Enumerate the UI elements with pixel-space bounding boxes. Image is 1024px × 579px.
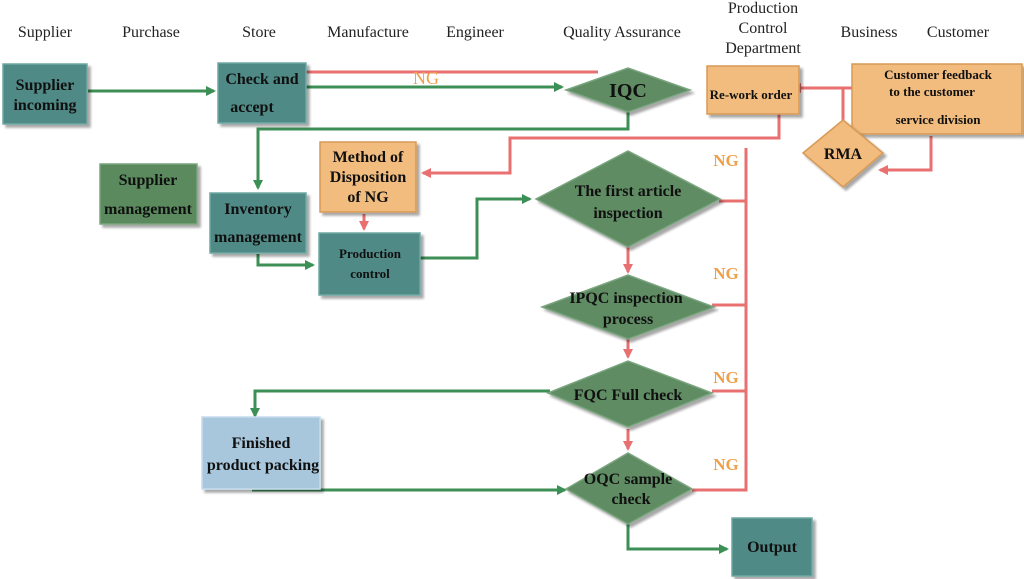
node-label: process <box>603 311 653 328</box>
node-output: Output <box>731 517 813 577</box>
node-label: OQC sample <box>584 471 672 488</box>
node-finished-product-packing: Finished product packing <box>201 416 321 490</box>
node-check-and-accept: Check and accept <box>217 62 307 124</box>
node-label: FQC Full check <box>574 387 683 404</box>
arrow-oqc-to-output <box>626 523 729 554</box>
dept-pcd-line1: Production <box>728 0 798 17</box>
node-label: Inventory <box>224 201 292 218</box>
arrow-fqc-to-packing <box>250 389 550 418</box>
node-label: check <box>611 491 650 508</box>
node-fqc-full-check: FQC Full check <box>546 360 715 428</box>
arrow-iqc-to-inventory <box>253 112 630 190</box>
dept-pcd-line3: Department <box>725 40 801 57</box>
node-label: Disposition <box>330 169 407 186</box>
node-label: incoming <box>13 97 76 114</box>
dept-engineer: Engineer <box>446 24 504 41</box>
node-label: Supplier <box>16 77 75 94</box>
node-method-of-disposition: Method of Disposition of NG <box>319 141 417 213</box>
node-label: inspection <box>593 205 662 222</box>
node-label: service division <box>896 112 982 127</box>
node-supplier-incoming: Supplier incoming <box>2 63 88 125</box>
dept-purchase: Purchase <box>122 24 180 41</box>
arrow-inventory-to-production <box>256 254 315 270</box>
node-label: management <box>104 201 193 218</box>
node-label: Output <box>747 539 797 556</box>
node-inventory-management: Inventory management <box>209 192 307 254</box>
ng-label-fqc: NG <box>713 368 739 387</box>
node-customer-feedback: Customer feedback to the customer servic… <box>851 63 1023 135</box>
dept-manufacture: Manufacture <box>327 24 409 41</box>
node-label: of NG <box>347 189 389 206</box>
dept-pcd-line2: Control <box>739 20 788 37</box>
node-label: Re-work order <box>710 87 793 102</box>
node-label: to the customer <box>889 84 975 99</box>
ng-label-ipqc: NG <box>713 264 739 283</box>
node-production-control: Production control <box>318 232 421 296</box>
node-supplier-management: Supplier management <box>99 163 198 225</box>
arrow-production-to-first-article <box>420 194 532 260</box>
dept-business: Business <box>841 24 898 41</box>
ng-label-oqc: NG <box>713 455 739 474</box>
ng-label-first-article: NG <box>713 151 739 170</box>
dept-supplier: Supplier <box>18 24 73 41</box>
node-label: accept <box>230 99 274 116</box>
dept-quality-assurance: Quality Assurance <box>563 24 681 41</box>
node-label: management <box>214 229 303 246</box>
node-label: Check and <box>225 71 298 88</box>
node-label: Customer feedback <box>884 67 992 82</box>
ng-label-iqc: NG <box>413 68 439 88</box>
node-label: Supplier <box>119 172 178 189</box>
node-label: product packing <box>207 457 319 474</box>
node-label: Production <box>339 246 402 261</box>
dept-customer: Customer <box>927 24 990 41</box>
node-rma: RMA <box>801 119 885 188</box>
node-first-article-inspection: The first article inspection <box>534 150 722 248</box>
dept-store: Store <box>242 24 276 41</box>
node-iqc: IQC <box>563 67 693 113</box>
ng-return-bus <box>692 148 748 492</box>
node-label: RMA <box>824 146 863 163</box>
node-label: The first article <box>575 183 682 200</box>
arrow-feedback-to-rma <box>878 136 933 175</box>
node-label: Method of <box>333 149 404 166</box>
node-oqc-sample-check: OQC sample check <box>564 452 694 525</box>
node-label: Finished <box>232 435 291 452</box>
node-rework-order: Re-work order <box>706 65 800 115</box>
node-label: control <box>350 266 390 281</box>
arrow-rework-to-disposition <box>421 114 781 178</box>
node-label: IPQC inspection <box>569 290 682 307</box>
node-label: IQC <box>609 80 647 102</box>
node-ipqc-inspection: IPQC inspection process <box>539 274 717 340</box>
